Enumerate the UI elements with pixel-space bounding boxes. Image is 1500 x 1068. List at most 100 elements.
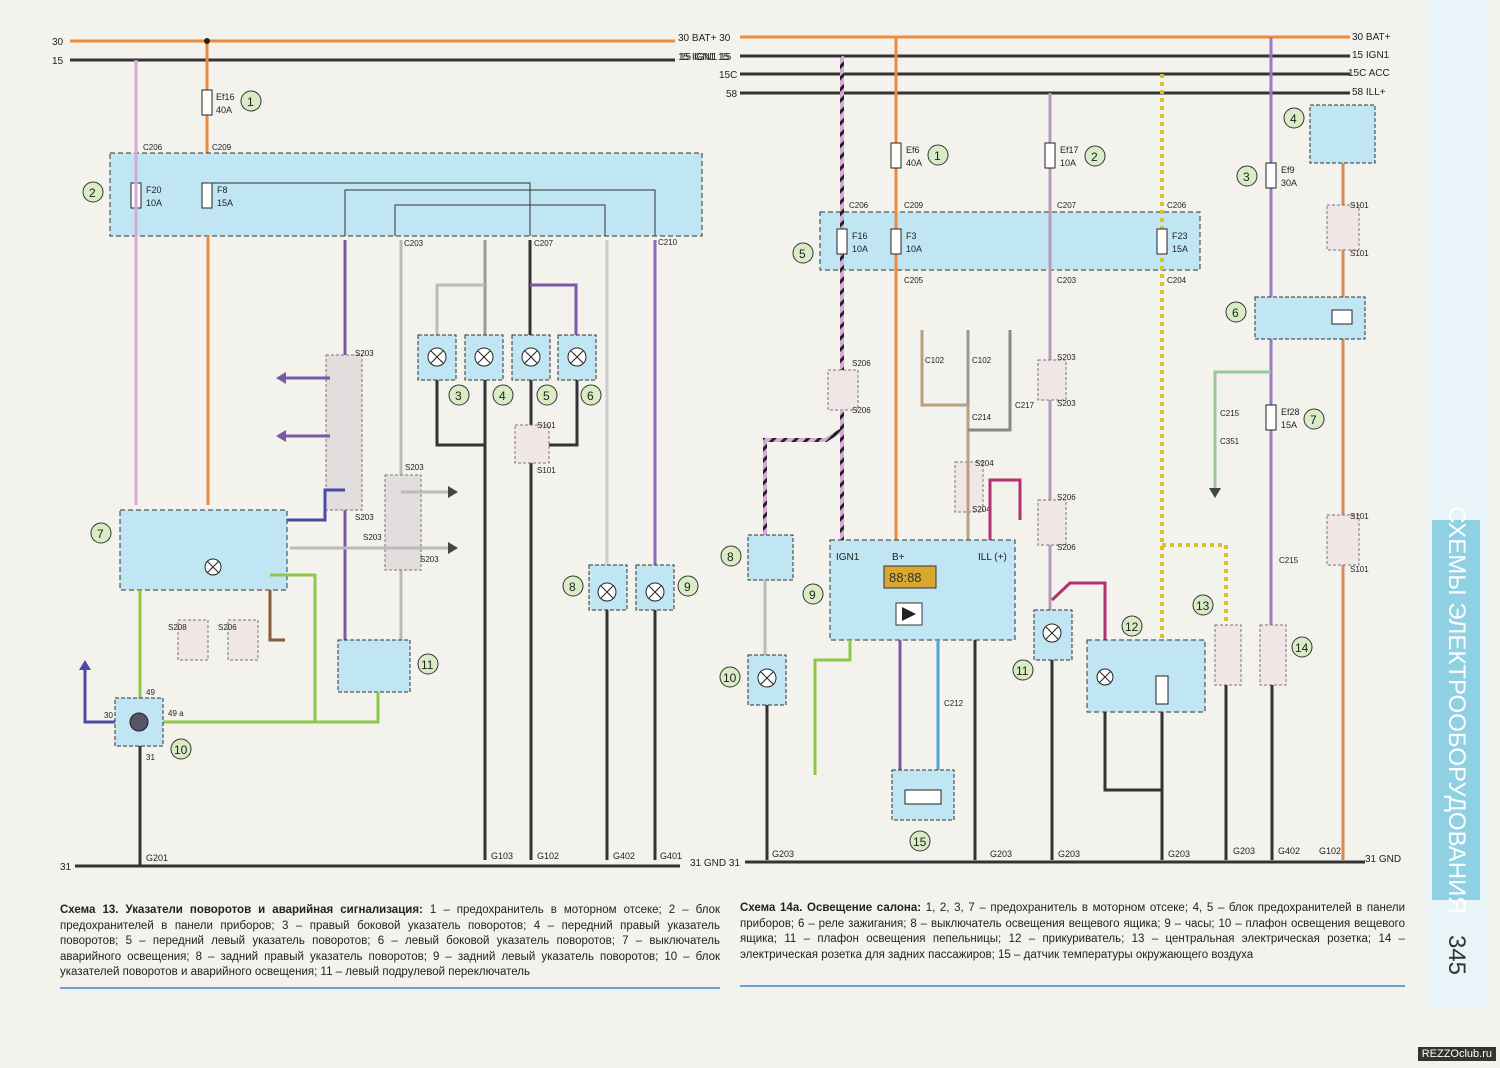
callout-15: [909, 830, 931, 852]
callout-9: [802, 583, 824, 605]
conn-s101-b: S101: [1350, 249, 1369, 258]
conn-c203: C203: [1057, 276, 1077, 285]
conn-c207: C207: [1057, 201, 1077, 210]
conn-s203-b: S203: [355, 513, 374, 522]
junction: [204, 38, 210, 44]
pin-49: 49: [146, 688, 155, 697]
callout-1-num: 1: [247, 95, 254, 109]
lamp-icon: [567, 347, 587, 367]
arrow-head: [79, 660, 91, 670]
conn-s203-b: S203: [1057, 399, 1076, 408]
callout-13: [1192, 594, 1214, 616]
fuse-ef28: [1265, 404, 1277, 431]
splice-s208: [177, 619, 209, 661]
callout-7: [1303, 408, 1325, 430]
callout-1-num: 1: [934, 149, 941, 163]
callout-11-num: 11: [1016, 664, 1029, 678]
conn-c206b: C206: [1167, 201, 1187, 210]
caption-13-title: Схема 13. Указатели поворотов и аварийна…: [60, 904, 423, 916]
conn-s206-a: S206: [852, 359, 871, 368]
wire-lighter-lamp: [1103, 712, 1162, 792]
callout-4: [1283, 107, 1305, 129]
conn-c206: C206: [849, 201, 869, 210]
callout-8-num: 8: [727, 550, 734, 564]
conn-c215: C215: [1220, 409, 1240, 418]
splice-s101: [514, 424, 550, 464]
fuse-block-5: [819, 211, 1201, 271]
diagram-13: 30 15 30 BAT+ 30 15 IGN1 15 Ef16 40A 1 2…: [52, 33, 740, 873]
ground-g203b: G203: [990, 849, 1012, 859]
conn-c351: C351: [1220, 437, 1240, 446]
fuse-f8-rating: 15A: [217, 198, 233, 208]
callout-5: [792, 242, 814, 264]
ground-g103: G103: [491, 851, 513, 861]
fuse-ef6: [890, 142, 902, 169]
rail-15-right-label: 15 IGN1 15: [678, 52, 730, 63]
caption-scheme-13: Схема 13. Указатели поворотов и аварийна…: [60, 903, 720, 981]
rail-15-label: 15 IGN1: [1352, 50, 1390, 61]
fuse-ef9: [1265, 162, 1277, 189]
wire-switch-violet: [287, 488, 345, 522]
arrow-head: [1209, 488, 1221, 498]
fuse-ef16: [201, 89, 213, 116]
splice-s206b: [1037, 499, 1067, 546]
callout-9: [677, 575, 699, 597]
fuse-f16-label: F16: [852, 231, 868, 241]
lamp-icon: [1096, 668, 1114, 686]
conn-s203-a: S203: [355, 349, 374, 358]
callout-7: [90, 522, 112, 544]
splice-s203: [1037, 359, 1067, 401]
pin-49a: 49 a: [168, 709, 184, 718]
lamp-icon: [521, 347, 541, 367]
conn-s203-a: S203: [1057, 353, 1076, 362]
rail-31-left-label: 31: [60, 862, 72, 873]
fuse-f20-label: F20: [146, 185, 162, 195]
wire-lamp3-top: [435, 283, 485, 338]
watermark: REZZOclub.ru: [1417, 1047, 1496, 1061]
wire-switch-brown: [268, 590, 285, 642]
bus-internal-2: [344, 189, 656, 236]
wire-pink-to-switch: [763, 410, 844, 535]
caption-scheme-14a: Схема 14а. Освещение салона: 1, 2, 3, 7 …: [740, 901, 1405, 963]
callout-8: [720, 545, 742, 567]
lamp-icon: [1042, 623, 1062, 643]
conn-s203-e: S203: [420, 555, 439, 564]
clock-ill: ILL (+): [978, 552, 1007, 563]
callout-2: [82, 181, 104, 203]
callout-2-num: 2: [1091, 150, 1098, 164]
rail-15-left-label: 15: [52, 56, 64, 67]
fuse-ef28-label: Ef28: [1281, 407, 1300, 417]
conn-s204-b: S204: [972, 505, 991, 514]
callout-4-num: 4: [1290, 112, 1297, 126]
ground-g402: G402: [1278, 846, 1300, 856]
callout-11: [1012, 659, 1034, 681]
conn-s203-c: S203: [405, 463, 424, 472]
conn-s206-b: S206: [852, 406, 871, 415]
wire-lamp3-ground: [435, 380, 485, 447]
block-4: [1309, 104, 1376, 164]
callout-6-num: 6: [587, 389, 594, 403]
callout-4: [492, 384, 514, 406]
fuse-ef16-rating: 40A: [216, 105, 232, 115]
heating-element-icon: [1155, 675, 1169, 705]
turn-switch-11: [337, 639, 411, 693]
conn-s206-d: S206: [1057, 543, 1076, 552]
callout-10-num: 10: [723, 671, 737, 685]
conn-c215b: C215: [1279, 556, 1299, 565]
callout-10: [719, 666, 741, 688]
wire-relay-out: [1213, 370, 1271, 490]
bus-internal-3: [394, 204, 606, 236]
ground-g203e: G203: [1233, 846, 1255, 856]
diagram-14a: 15 IGN1 15 15C 58 30 BAT+ 15 IGN1 15C AC…: [680, 32, 1401, 865]
arrow-head: [448, 542, 458, 554]
callout-2: [1084, 145, 1106, 167]
callout-10-num: 10: [174, 743, 188, 757]
ground-g201: G201: [146, 853, 168, 863]
wire-clock-green: [813, 640, 852, 775]
fuse-ef17-rating: 10A: [1060, 158, 1076, 168]
wire-yellow-13: [1162, 543, 1228, 625]
lamp-icon: [427, 347, 447, 367]
callout-8: [562, 575, 584, 597]
callout-8-num: 8: [569, 580, 576, 594]
